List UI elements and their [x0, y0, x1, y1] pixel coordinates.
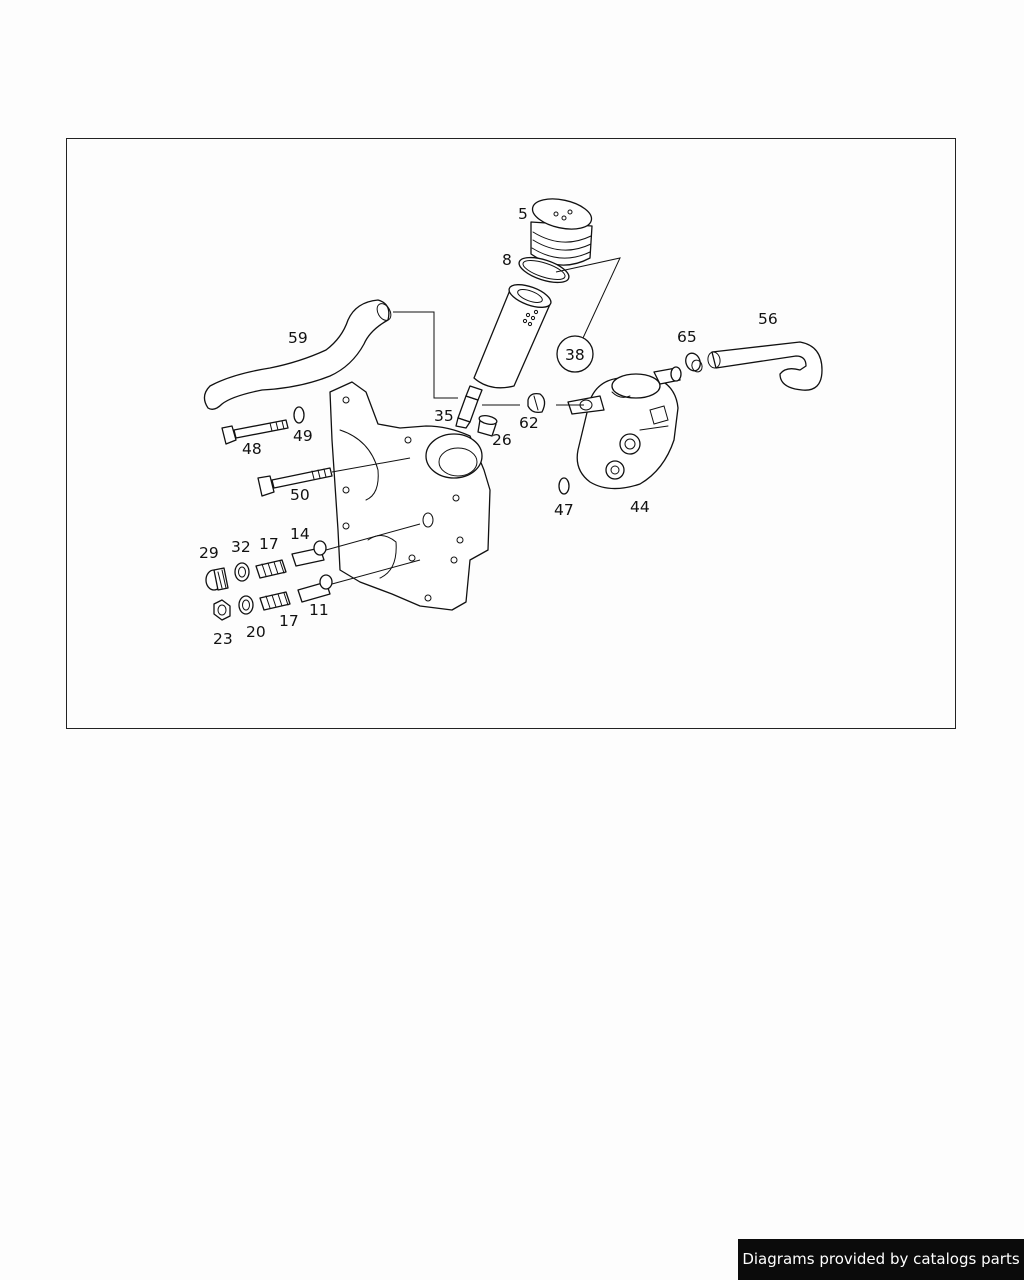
diagram-frame [66, 138, 956, 729]
credit-banner: Diagrams provided by catalogs parts [738, 1239, 1024, 1280]
